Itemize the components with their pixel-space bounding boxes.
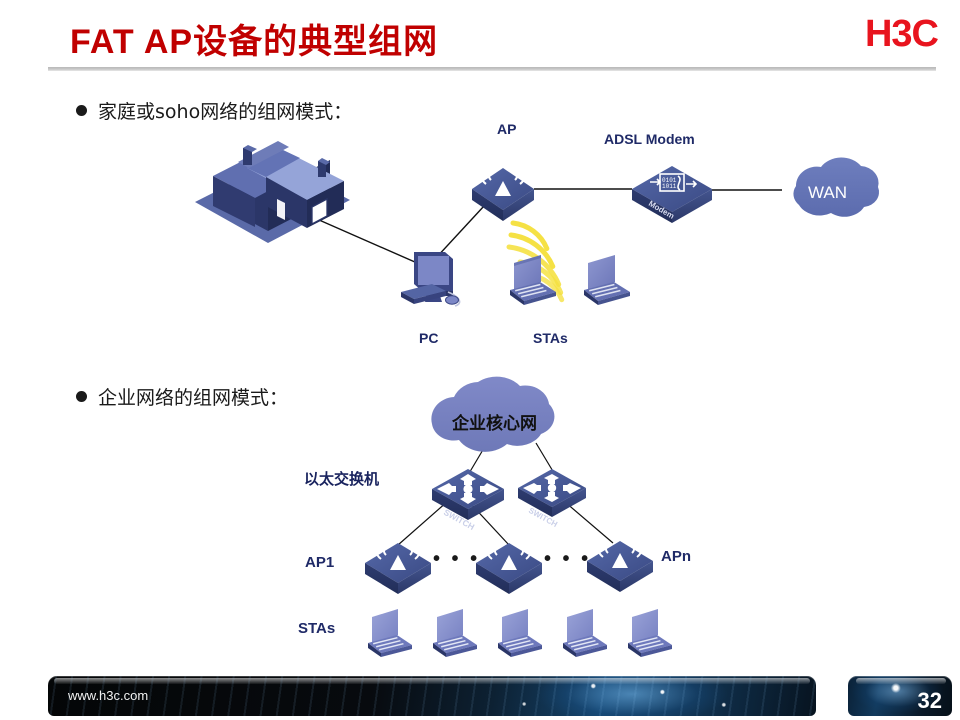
label-ethernet-switch: 以太交换机: [304, 470, 380, 488]
footer-page-gloss: [856, 678, 946, 684]
wifi-antenna-icon: [375, 542, 421, 570]
wifi-antenna-icon: [486, 542, 532, 570]
ap-device-icon-home: [472, 167, 534, 221]
switch-icon-label: SWITCH: [442, 507, 476, 532]
switch-icon: SWITCH: [518, 469, 586, 529]
line-house-to-pc: [309, 215, 425, 267]
line-switch2-to-cloud: [535, 442, 555, 474]
label-adsl-modem: ADSL Modem: [604, 131, 695, 147]
line-switch1-to-ap1: [397, 500, 449, 546]
footer-streaks: [48, 676, 816, 716]
wifi-antenna-icon: [480, 167, 526, 196]
house-icon: [195, 141, 350, 243]
footer-gloss: [54, 678, 810, 684]
bullet-enterprise-network: 企业网络的组网模式：: [76, 383, 288, 410]
ap-device-icon: [587, 540, 653, 592]
h3c-logo: H3C: [864, 13, 939, 55]
svg-text:1011: 1011: [662, 183, 677, 190]
wifi-antenna-icon: [597, 540, 643, 568]
label-ap: AP: [497, 121, 517, 137]
label-stas-home: STAs: [533, 330, 568, 346]
four-way-arrow-icon: [437, 474, 499, 504]
line-switch1-to-cloud: [467, 442, 488, 476]
pc-icon: [401, 252, 461, 307]
switch-icon: SWITCH: [432, 469, 504, 532]
modem-icon-label: Modem: [647, 199, 676, 221]
page-number: 32: [917, 688, 942, 713]
ap-ellipsis-left: • • •: [433, 548, 481, 570]
enterprise-connection-lines: [397, 442, 614, 546]
line-switch2-to-apn: [564, 501, 614, 544]
footer: www.h3c.com 32: [0, 662, 960, 720]
footer-page-box: 32: [848, 676, 952, 716]
laptop-icon: [498, 609, 542, 657]
laptop-icon: [510, 255, 556, 305]
ap-device-icon: [365, 542, 431, 594]
laptop-icon: [628, 609, 672, 657]
wifi-waves-icon: [506, 220, 565, 303]
wan-cloud-label: WAN: [808, 183, 848, 202]
footer-url[interactable]: www.h3c.com: [68, 688, 149, 703]
page-title: FAT AP设备的典型组网: [70, 23, 439, 61]
laptop-icon: [563, 609, 607, 657]
label-pc: PC: [419, 330, 439, 346]
bullet-dot-icon: [76, 391, 87, 402]
laptop-icon: [368, 609, 412, 657]
footer-bar: www.h3c.com: [48, 676, 816, 716]
bullet-enterprise-network-label: 企业网络的组网模式：: [98, 387, 289, 409]
laptop-icon: [584, 255, 630, 305]
ap-ellipsis-right: • • •: [544, 548, 592, 570]
label-stas-enterprise: STAs: [298, 620, 336, 637]
line-switch1-to-ap2: [469, 502, 510, 546]
adsl-modem-icon: 0101 1011 Modem: [632, 166, 712, 223]
svg-text:0101: 0101: [662, 177, 677, 184]
title-divider: [48, 67, 936, 71]
line-pc-to-ap: [434, 205, 485, 260]
bullet-home-network-label: 家庭或soho网络的组网模式：: [98, 101, 353, 123]
home-connection-lines: [309, 188, 782, 267]
bullet-home-network: 家庭或soho网络的组网模式：: [76, 97, 352, 124]
label-apn: APn: [661, 548, 691, 565]
enterprise-core-cloud-label: 企业核心网: [452, 414, 537, 434]
four-way-arrow-icon: [523, 474, 581, 502]
laptop-icon: [433, 609, 477, 657]
label-ap1: AP1: [305, 554, 335, 571]
bullet-dot-icon: [76, 105, 87, 116]
ap-device-icon: [476, 542, 542, 594]
switch-icon-label: SWITCH: [527, 506, 559, 529]
